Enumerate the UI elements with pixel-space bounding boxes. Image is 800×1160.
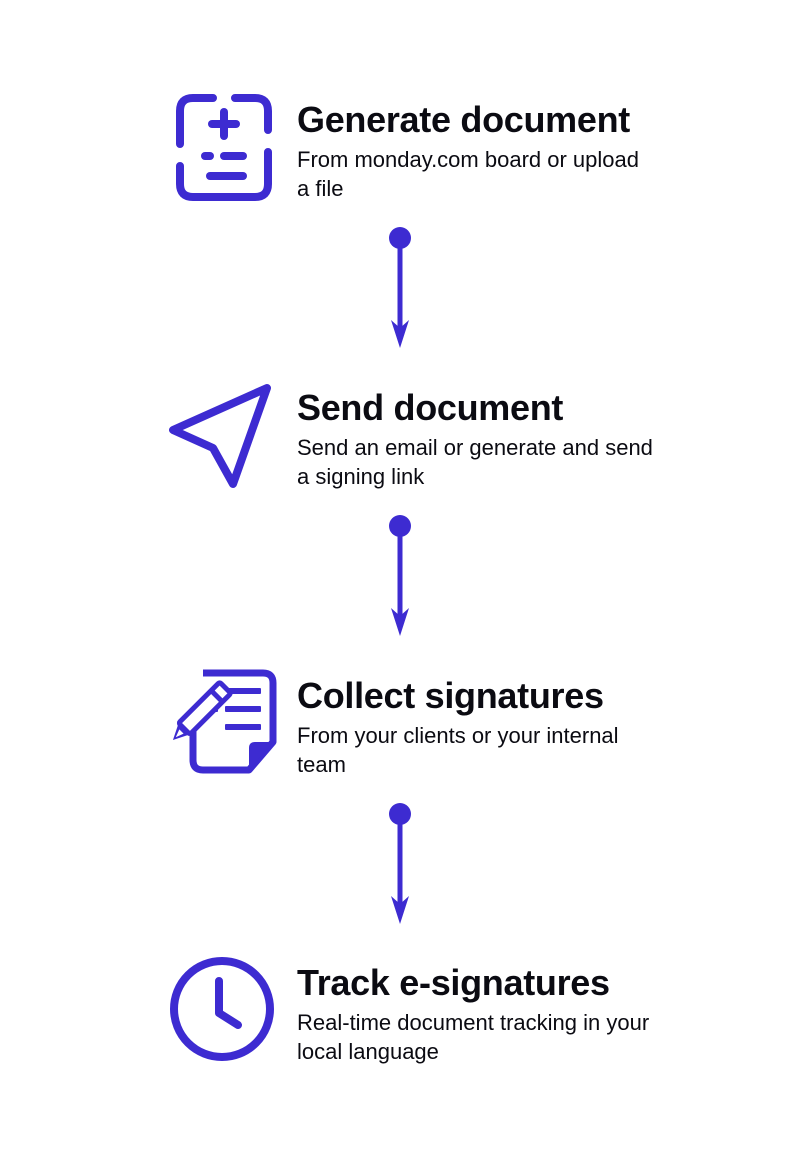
step-description: Real-time document tracking in your loca… [297,1010,650,1064]
flow-arrow-3 [380,802,420,927]
document-plus-minus-icon [163,92,279,208]
step-description: From monday.com board or upload a file [297,147,639,201]
flow-arrow-2 [380,514,420,639]
flow-arrow-1 [380,226,420,351]
step-send-document: Send document Send an email or generate … [0,380,800,500]
step-title: Generate document [297,99,630,140]
step-description: From your clients or your internal team [297,723,619,777]
step-description: Send an email or generate and send a sig… [297,435,653,489]
step-title: Collect signatures [297,675,604,716]
step-title: Track e-signatures [297,962,610,1003]
document-pencil-icon [163,668,279,784]
step-collect-signatures: Collect signatures From your clients or … [0,668,800,788]
step-track-e-signatures: Track e-signatures Real-time document tr… [0,955,800,1075]
step-title: Send document [297,387,564,428]
step-generate-document: Generate document From monday.com board … [0,92,800,212]
send-arrow-icon [163,380,279,496]
clock-icon [163,955,279,1071]
